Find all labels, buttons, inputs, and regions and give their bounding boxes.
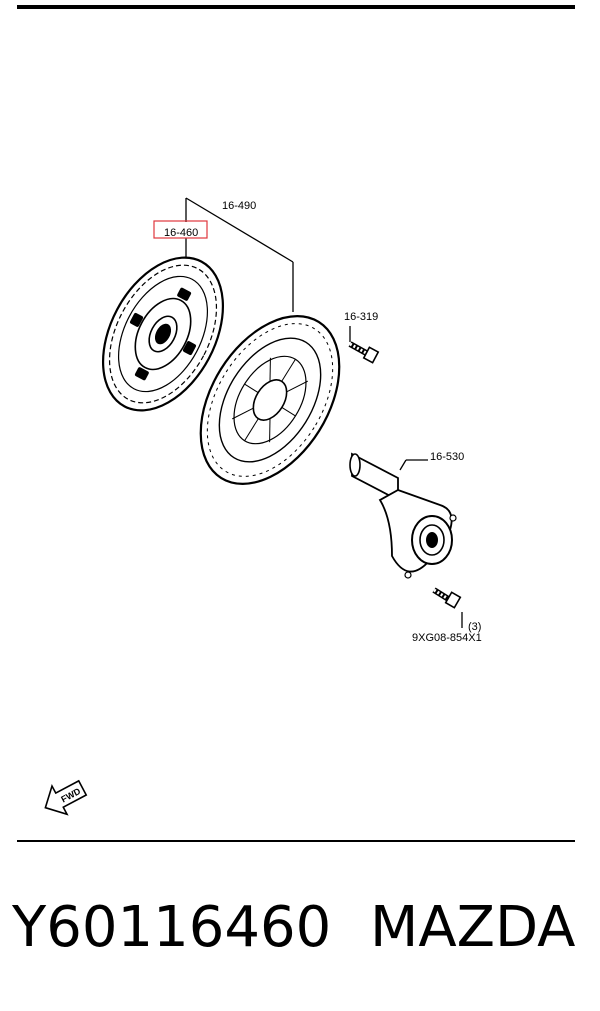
part-number: Y60116460 bbox=[12, 895, 332, 960]
highlight-box bbox=[153, 220, 208, 239]
label-bolt-ref: 9XG08-854X1 bbox=[412, 632, 482, 644]
brand-name: MAZDA bbox=[370, 895, 576, 960]
label-bolt: 16-319 bbox=[344, 311, 378, 323]
bolt-small-part bbox=[432, 587, 462, 609]
bottom-rule bbox=[17, 840, 575, 842]
leader-lines bbox=[185, 197, 463, 628]
pressure-plate-part bbox=[199, 315, 341, 485]
label-clutch-disc: 16-460 bbox=[164, 227, 198, 239]
label-quantity: (3) bbox=[468, 621, 481, 633]
bolt-part bbox=[348, 341, 380, 364]
label-release-cylinder: 16-530 bbox=[430, 451, 464, 463]
release-cylinder-part bbox=[349, 452, 457, 579]
clutch-disc-part bbox=[101, 256, 225, 412]
label-clutch-assembly: 16-490 bbox=[222, 200, 256, 212]
fwd-arrow-icon: FWD bbox=[44, 779, 88, 816]
top-rule bbox=[17, 5, 575, 9]
